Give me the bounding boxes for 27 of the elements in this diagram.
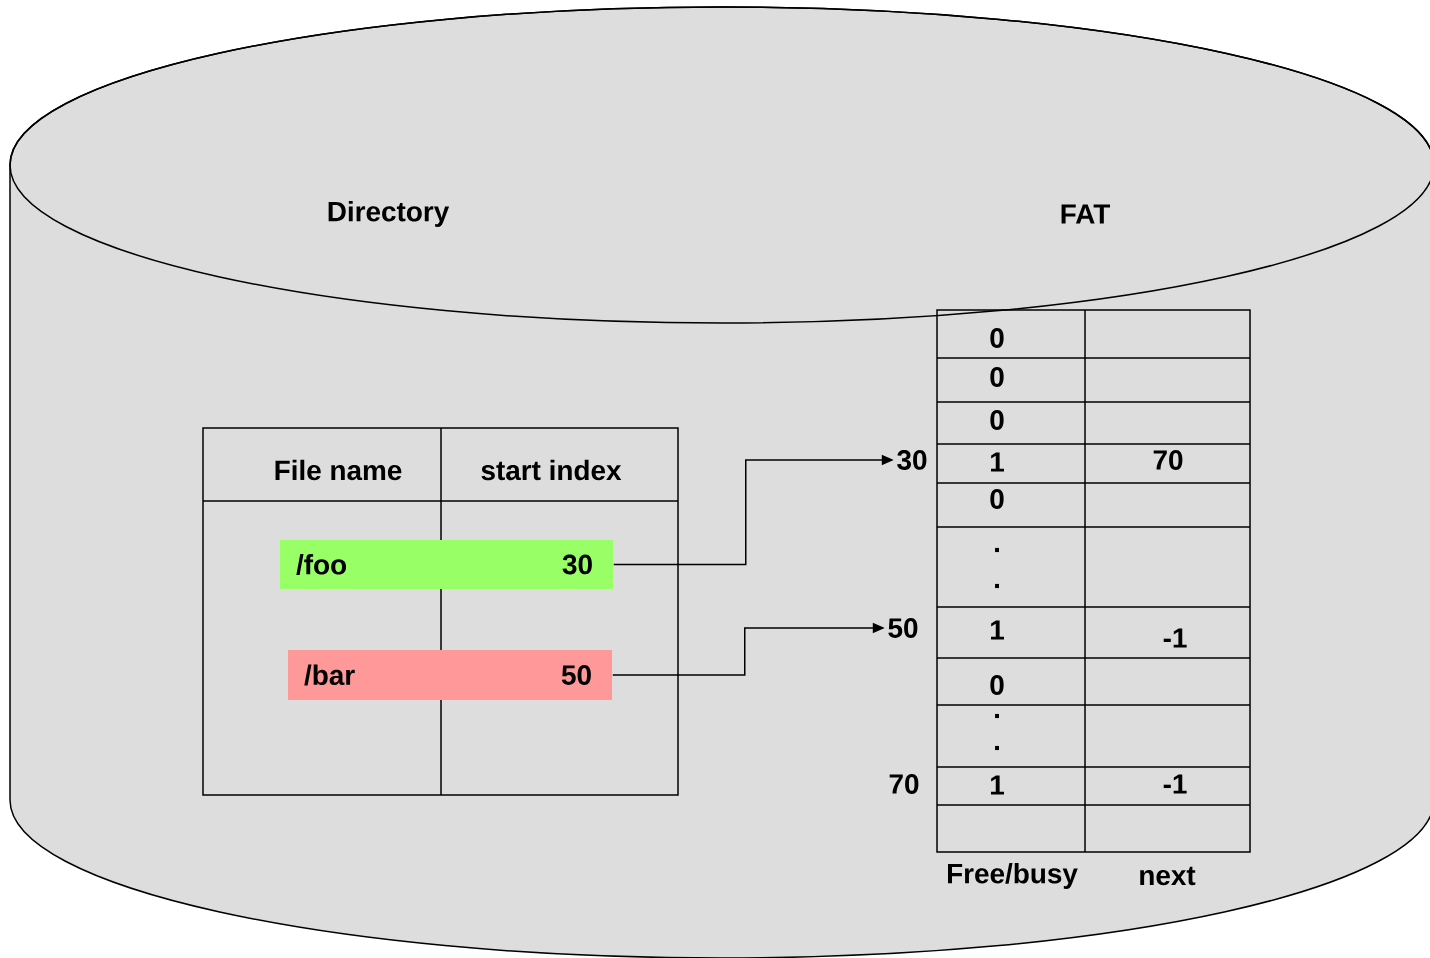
table-cell-text: . bbox=[995, 547, 999, 553]
row-index-label: 70 bbox=[889, 774, 919, 794]
table-cell-text: 0 bbox=[990, 367, 1004, 387]
table-cell-text: 1 bbox=[991, 775, 1004, 795]
table-cell-text: -1 bbox=[1163, 628, 1187, 648]
file-entry-bar: /bar 50 bbox=[288, 650, 612, 700]
column-header: next bbox=[1140, 866, 1196, 886]
table-cell-text: -1 bbox=[1163, 774, 1187, 794]
table-cell-text: 0 bbox=[990, 328, 1004, 348]
table-cell-text: 1 bbox=[991, 620, 1004, 640]
column-header: File name bbox=[275, 459, 402, 481]
table-cell-text: . bbox=[995, 583, 999, 589]
table-cell-text: 70 bbox=[1153, 450, 1183, 470]
table-cell-text: 0 bbox=[990, 675, 1004, 695]
table-cell-text: 0 bbox=[990, 489, 1004, 509]
table-cell-text: 1 bbox=[991, 452, 1004, 472]
table-cell-text: . bbox=[995, 713, 999, 719]
heading-text: Directory bbox=[328, 201, 450, 227]
column-header: start index bbox=[481, 459, 622, 481]
row-index-label: 50 bbox=[888, 618, 918, 638]
column-header: Free/busy bbox=[948, 863, 1078, 889]
heading-text: FAT bbox=[1061, 204, 1111, 224]
table-cell-text: 0 bbox=[990, 410, 1004, 430]
row-index-label: 30 bbox=[897, 450, 927, 470]
disk-cylinder bbox=[9, 6, 1430, 958]
table-cell-text: . bbox=[995, 745, 999, 751]
file-entry-bar: /foo 30 bbox=[280, 540, 613, 589]
